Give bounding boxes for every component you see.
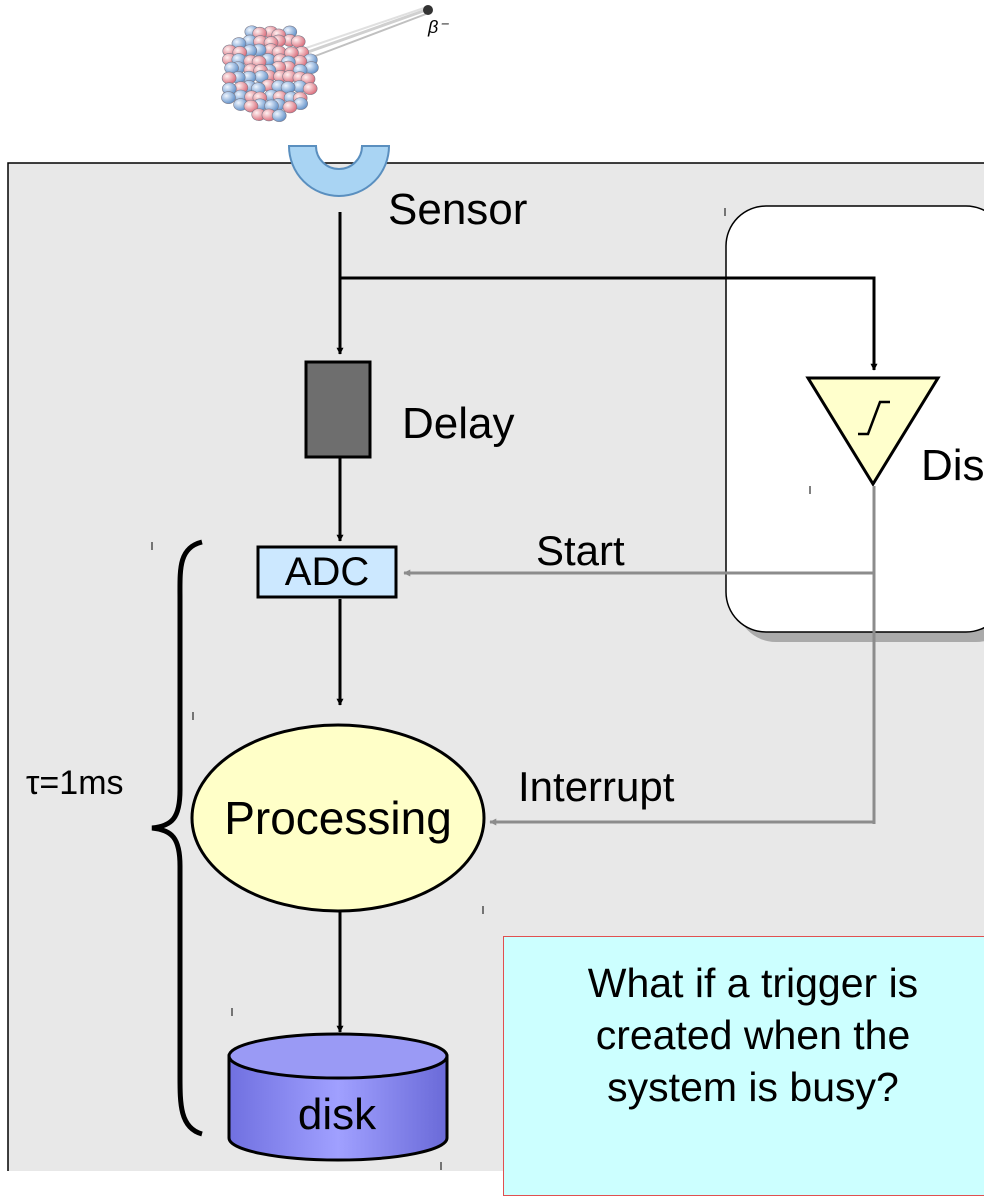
question-line: created when the <box>595 1012 911 1058</box>
discriminator-icon <box>805 376 941 487</box>
discriminator-label: Dis <box>921 441 984 490</box>
start-label: Start <box>536 527 625 574</box>
adc-label: ADC <box>284 550 370 594</box>
processing-ellipse <box>190 723 486 913</box>
threshold-step-icon <box>858 400 890 436</box>
beta-particle-label: β⁻ <box>428 17 448 37</box>
nucleus-icon <box>221 5 433 122</box>
question-line: What if a trigger is <box>587 960 919 1006</box>
daq-diagram: β⁻ Sensor Delay Dis ADC Start Processing… <box>7 5 984 1196</box>
interrupt-label: Interrupt <box>518 763 675 810</box>
adc-block <box>256 545 398 599</box>
nucleon <box>243 99 259 113</box>
nucleon <box>271 109 287 122</box>
question-callout: What if a trigger is created when the sy… <box>503 936 984 1196</box>
nucleon <box>302 82 318 95</box>
question-line: system is busy? <box>607 1064 899 1110</box>
delay-label: Delay <box>402 399 515 448</box>
nucleon <box>282 100 298 114</box>
delay-block <box>304 360 372 459</box>
tau-label: τ=1ms <box>26 764 124 802</box>
disk-label: disk <box>297 1090 377 1139</box>
nucleon <box>221 91 236 104</box>
processing-label: Processing <box>224 792 452 844</box>
diagram-canvas <box>7 5 984 1171</box>
sensor-icon <box>287 145 391 197</box>
sensor-to-discriminator-arrow <box>340 276 878 371</box>
nucleon <box>221 71 237 85</box>
sensor-label: Sensor <box>388 185 528 234</box>
nucleon <box>290 35 306 48</box>
disk-icon <box>227 1032 449 1162</box>
tick-marks <box>151 208 811 1170</box>
tau-brace <box>151 539 203 1137</box>
